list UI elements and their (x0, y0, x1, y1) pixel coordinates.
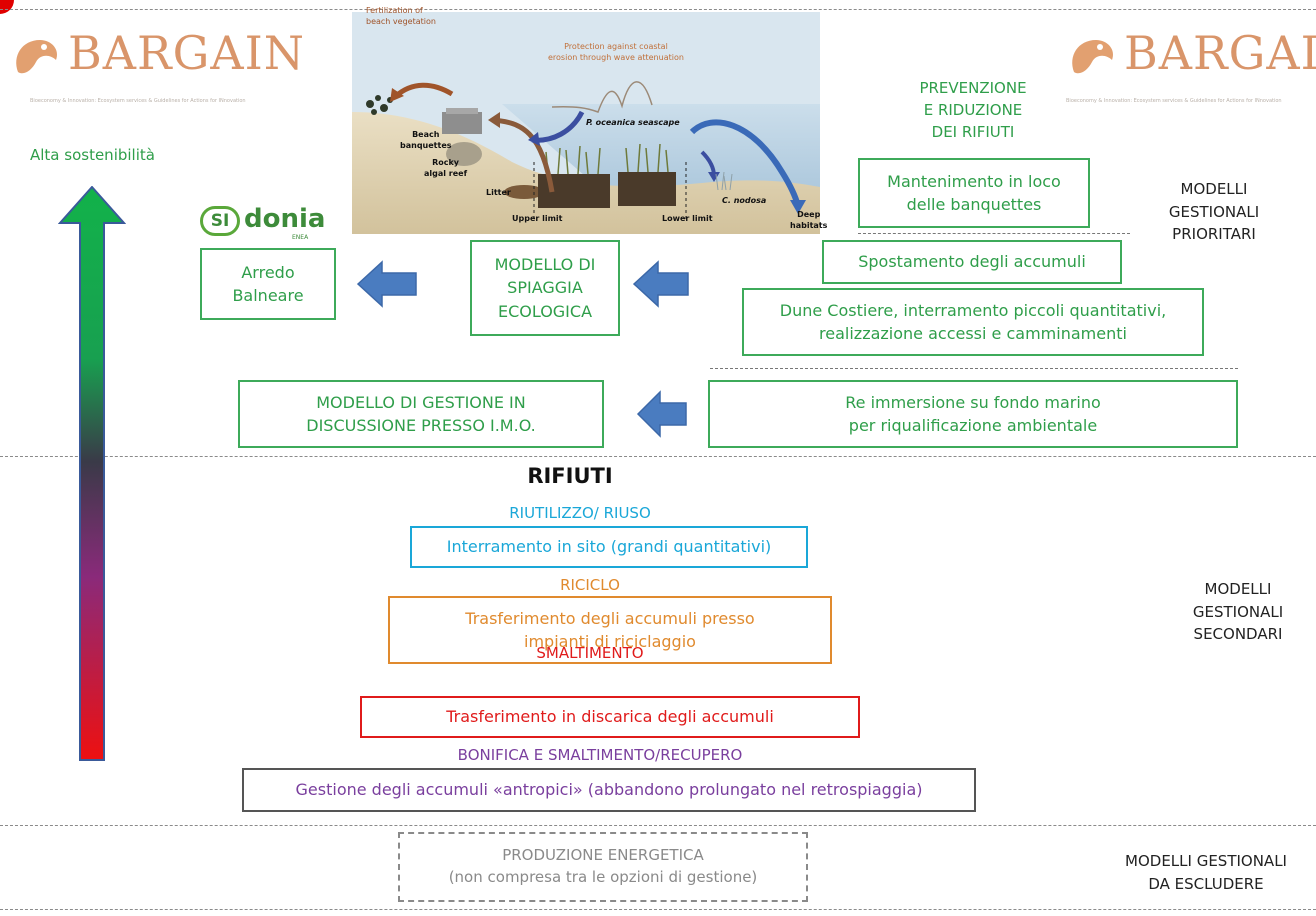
illus-deep-habitats-label: Deep habitats (790, 210, 828, 230)
illus-fertilization-label: Fertilization of beach vegetation (366, 6, 436, 26)
high-sustainability-label: Alta sostenibilità (30, 146, 155, 164)
disposal-label: SMALTIMENTO (536, 644, 644, 662)
corner-mark (0, 0, 14, 14)
lower-divider (0, 825, 1316, 826)
arrow-to-imo-icon (636, 390, 687, 438)
box-trasferimento-riciclaggio: Trasferimento degli accumuli presso impi… (388, 596, 832, 664)
box-gestione-antropici: Gestione degli accumuli «antropici» (abb… (242, 768, 976, 812)
box-reimmersione: Re immersione su fondo marino per riqual… (708, 380, 1238, 448)
illus-litter-label: Litter (486, 188, 511, 197)
sydonia-small: ENEA (292, 234, 309, 241)
bargain-subtitle-left: Bioeconomy & Innovation: Ecosystem servi… (30, 98, 246, 104)
prevention-title: PREVENZIONE E RIDUZIONE DEI RIFIUTI (919, 79, 1027, 141)
box-interramento-sito: Interramento in sito (grandi quantitativ… (410, 526, 808, 568)
box-mantenimento: Mantenimento in loco delle banquettes (858, 158, 1090, 228)
sydonia-wordmark: donia (244, 204, 326, 234)
box-spostamento: Spostamento degli accumuli (822, 240, 1122, 284)
divider-priority-2 (710, 368, 1238, 369)
secondary-models-label: MODELLI GESTIONALI SECONDARI (1192, 580, 1284, 643)
illus-upper-limit-label: Upper limit (512, 214, 563, 223)
illus-protection-label: Protection against coastal erosion throu… (548, 42, 684, 62)
illus-seascape-label: P. oceanica seascape (586, 118, 680, 127)
posidonia-ecosystem-illustration (352, 12, 820, 234)
reuse-label: RIUTILIZZO/ RIUSO (509, 504, 651, 522)
reclaim-label: BONIFICA E SMALTIMENTO/RECUPERO (457, 746, 743, 764)
priority-models-label: MODELLI GESTIONALI PRIORITARI (1168, 180, 1260, 243)
bargain-shrimp-icon (1072, 40, 1114, 74)
illus-cnodosa-label: C. nodosa (722, 196, 767, 205)
arrow-to-spiaggia-icon (632, 260, 689, 308)
divider-priority-1 (858, 233, 1130, 234)
excluded-models-label: MODELLI GESTIONALI DA ESCLUDERE (1125, 852, 1287, 893)
middle-divider (0, 456, 1316, 457)
sydonia-logo: SI donia ENEA (200, 202, 325, 242)
box-trasferimento-discarica: Trasferimento in discarica degli accumul… (360, 696, 860, 738)
box-dune-costiere: Dune Costiere, interramento piccoli quan… (742, 288, 1204, 356)
bottom-divider (0, 909, 1316, 910)
bargain-shrimp-icon (16, 40, 58, 74)
sydonia-mark: SI (200, 206, 240, 236)
illus-reef-label: Rocky algal reef (424, 158, 468, 178)
box-modello-gestione-imo: MODELLO DI GESTIONE IN DISCUSSIONE PRESS… (238, 380, 604, 448)
bargain-wordmark-right: BARGAIN (1124, 26, 1316, 80)
bargain-subtitle-right: Bioeconomy & Innovation: Ecosystem servi… (1066, 98, 1282, 104)
arrow-to-arredo-icon (356, 260, 417, 308)
rifiuti-heading: RIFIUTI (527, 464, 613, 488)
top-divider (0, 9, 1316, 10)
box-arredo-balneare: Arredo Balneare (200, 248, 336, 320)
box-modello-spiaggia-ecologica: MODELLO DI SPIAGGIA ECOLOGICA (470, 240, 620, 336)
illus-lower-limit-label: Lower limit (662, 214, 713, 223)
bargain-wordmark-left: BARGAIN (68, 26, 306, 80)
box-produzione-energetica: PRODUZIONE ENERGETICA (non compresa tra … (398, 832, 808, 902)
illus-banquettes-label: Beach banquettes (400, 130, 452, 150)
sustainability-arrow-icon (58, 186, 126, 761)
recycle-label: RICICLO (560, 576, 620, 594)
